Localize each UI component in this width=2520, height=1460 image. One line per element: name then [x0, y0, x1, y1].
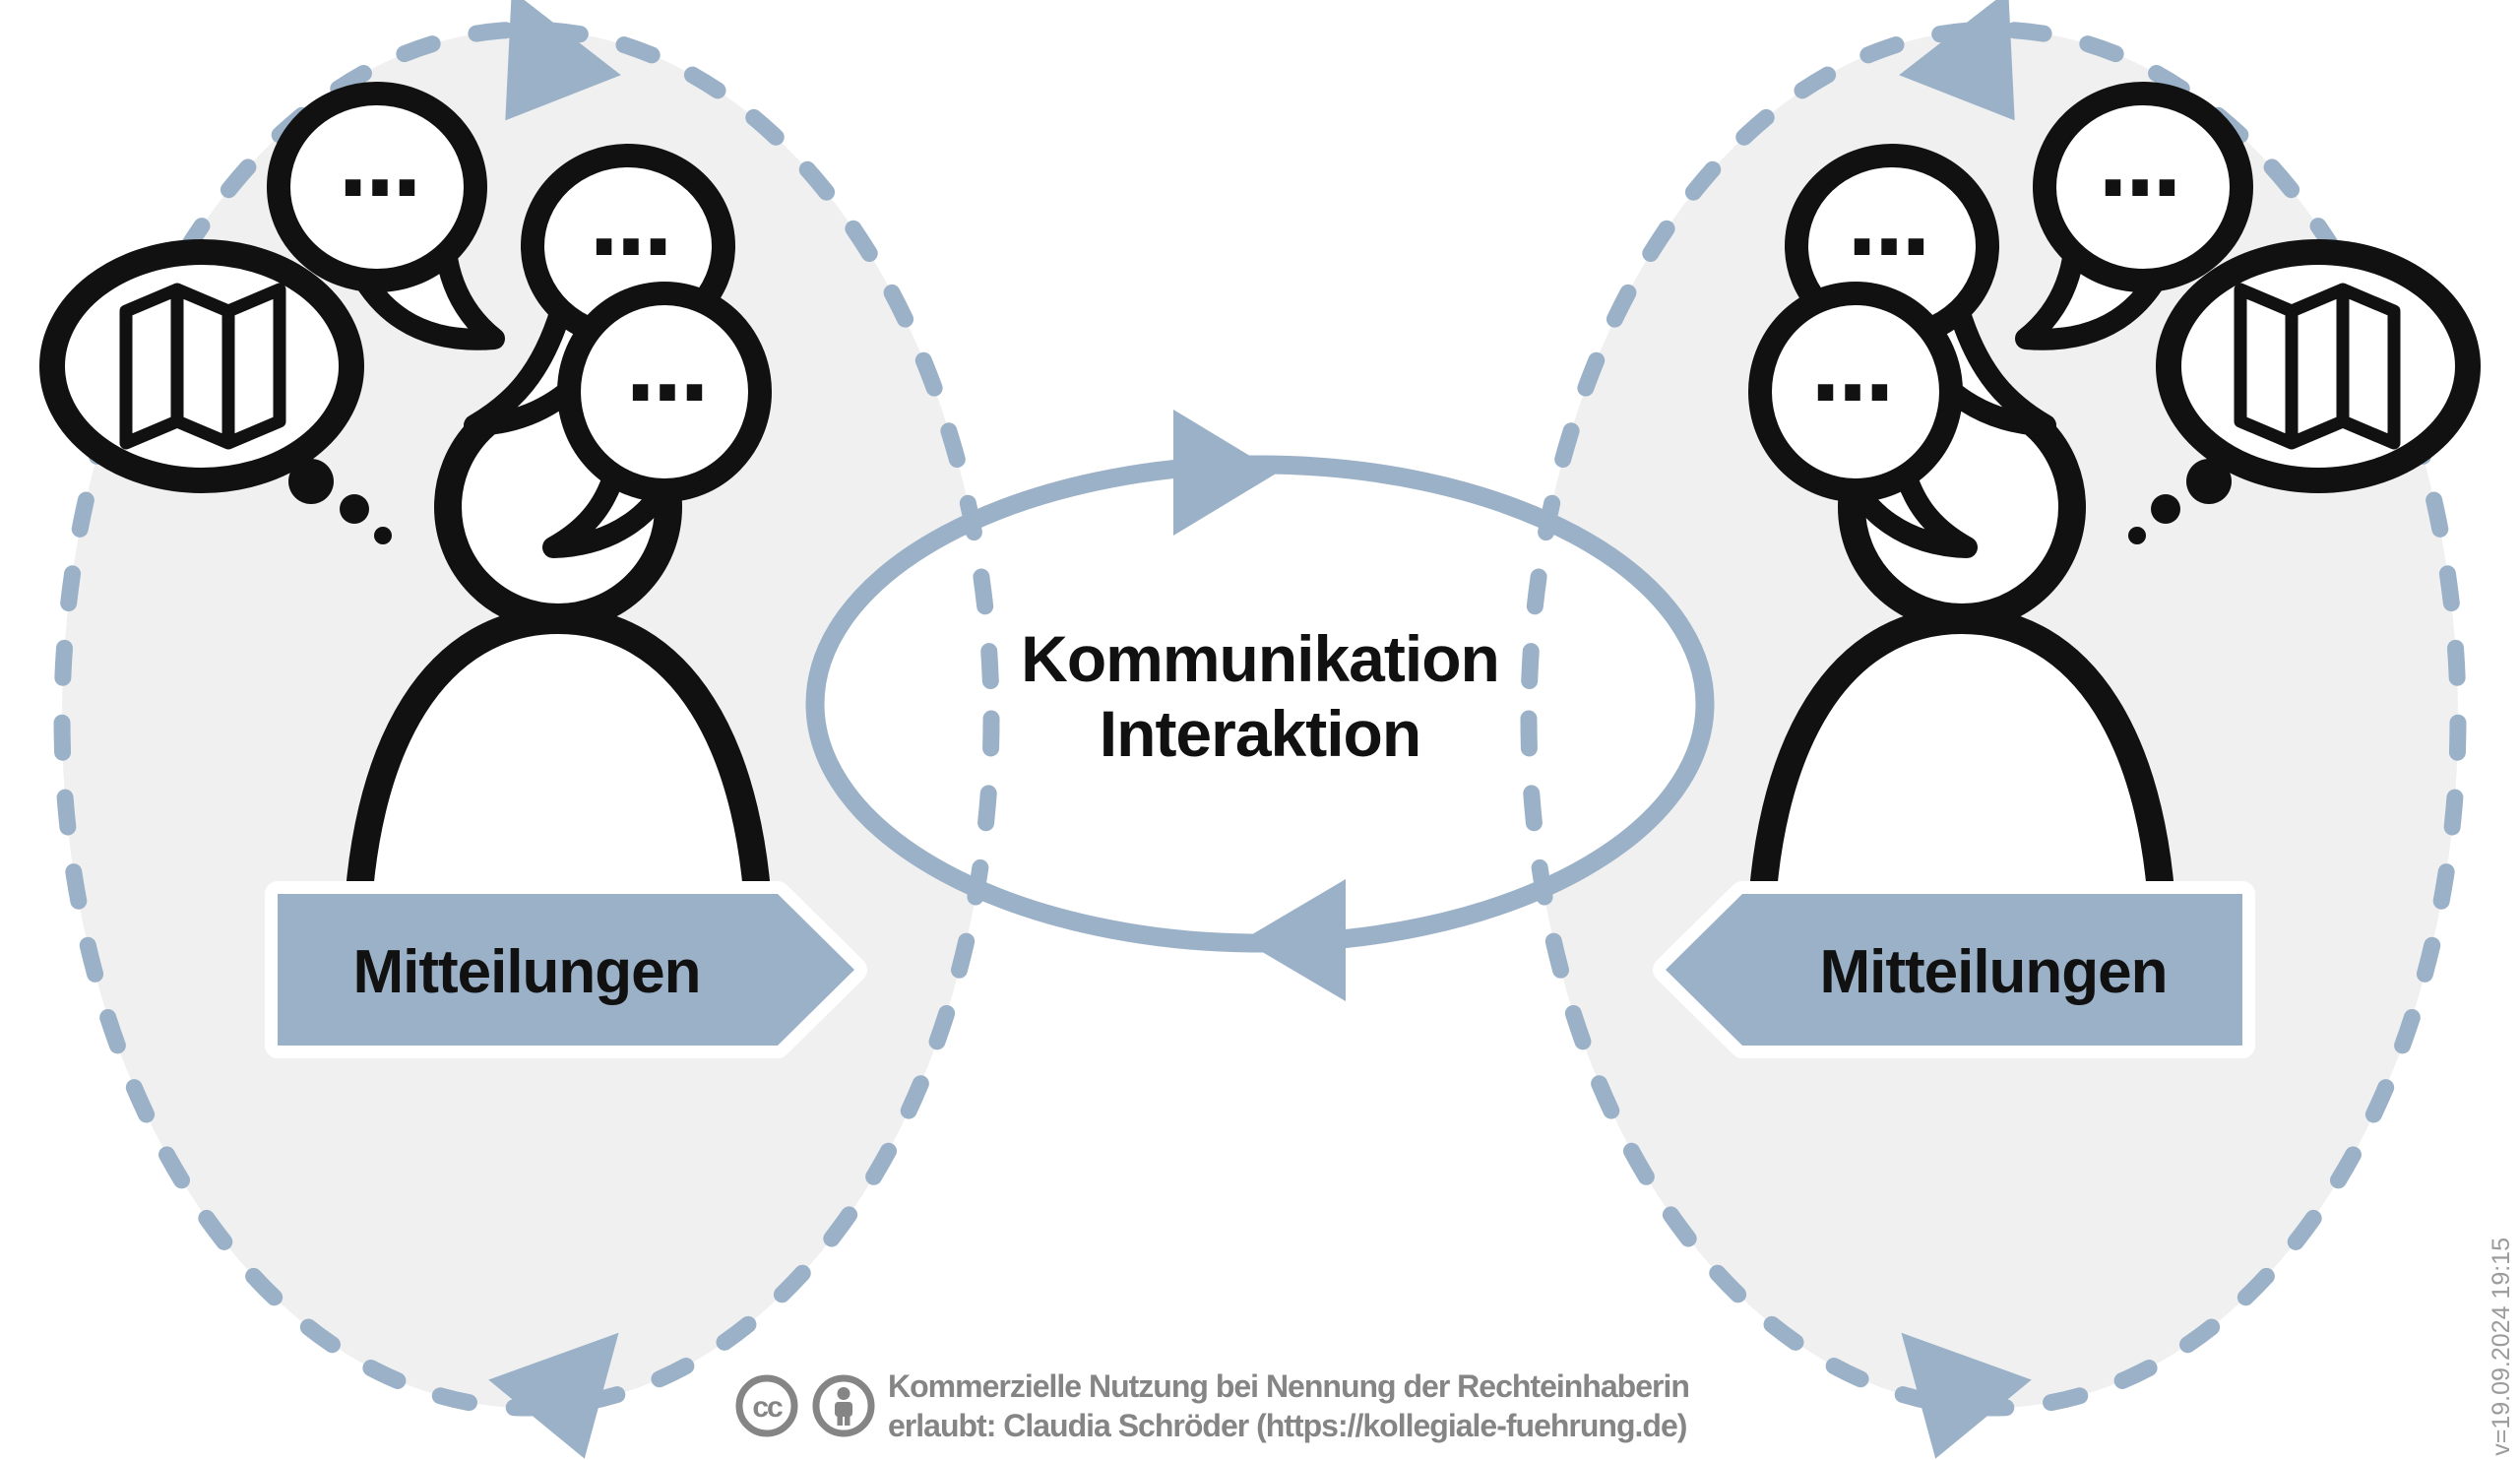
- thought-dot-medium: [340, 494, 369, 524]
- cycle-arrow-top-icon: [505, 0, 621, 121]
- map-icon: [119, 283, 286, 450]
- speech-bubble-2-dots: ...: [588, 174, 668, 276]
- license-line1: Kommerzielle Nutzung bei Nennung der Rec…: [888, 1368, 1690, 1404]
- center-label-line2: Interaktion: [1100, 697, 1420, 770]
- cc-by-person-icon: [812, 1374, 875, 1437]
- left-banner-label: Mitteilungen: [352, 938, 700, 1006]
- center-communication-loop: Kommunikation Interaktion: [805, 410, 1715, 1001]
- center-loop-arrow-left-icon: [1242, 879, 1346, 1001]
- center-loop-arrow-right-icon: [1173, 410, 1278, 536]
- thought-dot-small: [374, 527, 392, 544]
- version-tag: v=19.09.2024 19:15: [2488, 1238, 2515, 1456]
- right-banner-label: Mitteilungen: [1819, 938, 2167, 1006]
- speech-bubble-3-dots: ...: [624, 320, 705, 421]
- speech-bubble-3: ...: [542, 282, 772, 558]
- speech-bubble-1: ...: [267, 82, 505, 350]
- license-line2: erlaubt: Claudia Schröder (https://kolle…: [888, 1408, 1687, 1443]
- speech-bubble-1-dots: ...: [337, 115, 417, 217]
- center-label-line1: Kommunikation: [1021, 622, 1499, 695]
- mitteilungen-banner: [265, 881, 867, 1058]
- license-strip: cc Kommerzielle Nutzung bei Nennung der …: [734, 1366, 1690, 1445]
- cc-icon: cc: [735, 1374, 798, 1437]
- thought-dot-large: [288, 459, 334, 504]
- cc-icon-label: cc: [752, 1391, 783, 1424]
- cycle-arrow-bottom-icon: [488, 1332, 619, 1459]
- left-side-group: ... ... ...: [39, 0, 1000, 1459]
